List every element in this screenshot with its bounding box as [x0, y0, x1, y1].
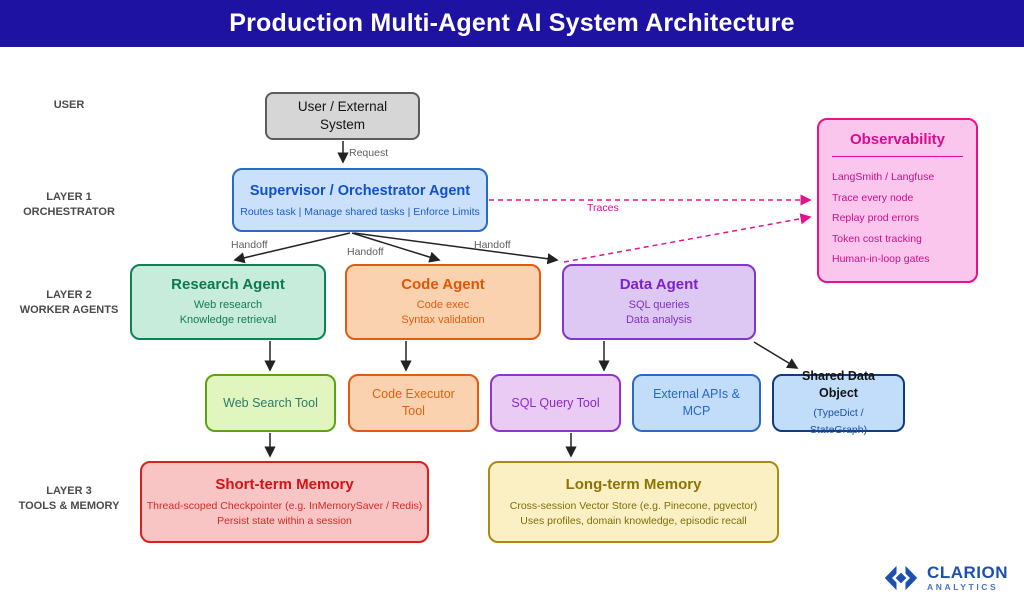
observability-divider: [832, 156, 963, 157]
node-web-search-tool: Web Search Tool: [205, 374, 336, 432]
node-short-term-memory: Short-term Memory Thread-scoped Checkpoi…: [140, 461, 429, 543]
node-external-apis-mcp: External APIs & MCP: [632, 374, 761, 432]
clarion-logo-icon: [884, 565, 918, 591]
observability-item: LangSmith / Langfuse: [832, 171, 935, 183]
node-long-term-memory: Long-term Memory Cross-session Vector St…: [488, 461, 779, 543]
edge-label-traces: Traces: [587, 202, 619, 214]
logo-subname: ANALYTICS: [927, 582, 999, 593]
logo-name: CLARION: [927, 563, 1008, 583]
node-user-external-system: User / External System: [265, 92, 420, 140]
title-bar: Production Multi-Agent AI System Archite…: [0, 0, 1024, 47]
node-sql-query-tool: SQL Query Tool: [490, 374, 621, 432]
node-code-agent: Code Agent Code exec Syntax validation: [345, 264, 541, 340]
layer-label-1-orchestrator: LAYER 1 ORCHESTRATOR: [23, 191, 115, 218]
clarion-analytics-logo: CLARION ANALYTICS: [883, 560, 1008, 596]
edge-label-handoff-code: Handoff: [347, 246, 384, 258]
layer-label-user: USER: [53, 99, 85, 111]
edge-label-handoff-data: Handoff: [474, 239, 511, 251]
node-data-agent: Data Agent SQL queries Data analysis: [562, 264, 756, 340]
edge-label-request: Request: [349, 147, 389, 159]
observability-item: Replay prod errors: [832, 212, 919, 224]
node-shared-data-object: Shared Data Object (TypeDict / StateGrap…: [772, 369, 905, 436]
layer-label-3-tools-memory: LAYER 3 TOOLS & MEMORY: [18, 485, 120, 512]
observability-item: Trace every node: [832, 191, 914, 204]
layer-label-2-worker-agents: LAYER 2 WORKER AGENTS: [19, 289, 119, 316]
node-observability: Observability LangSmith / Langfuse Trace…: [817, 118, 978, 283]
node-research-agent: Research Agent Web research Knowledge re…: [130, 264, 326, 340]
node-supervisor-orchestrator-agent: Supervisor / Orchestrator Agent Routes t…: [232, 168, 488, 232]
page-title: Production Multi-Agent AI System Archite…: [229, 9, 795, 37]
observability-item: Human-in-loop gates: [832, 253, 930, 265]
edge-label-handoff-research: Handoff: [231, 239, 268, 251]
node-code-executor-tool: Code Executor Tool: [348, 374, 479, 432]
observability-item: Token cost tracking: [832, 232, 922, 245]
